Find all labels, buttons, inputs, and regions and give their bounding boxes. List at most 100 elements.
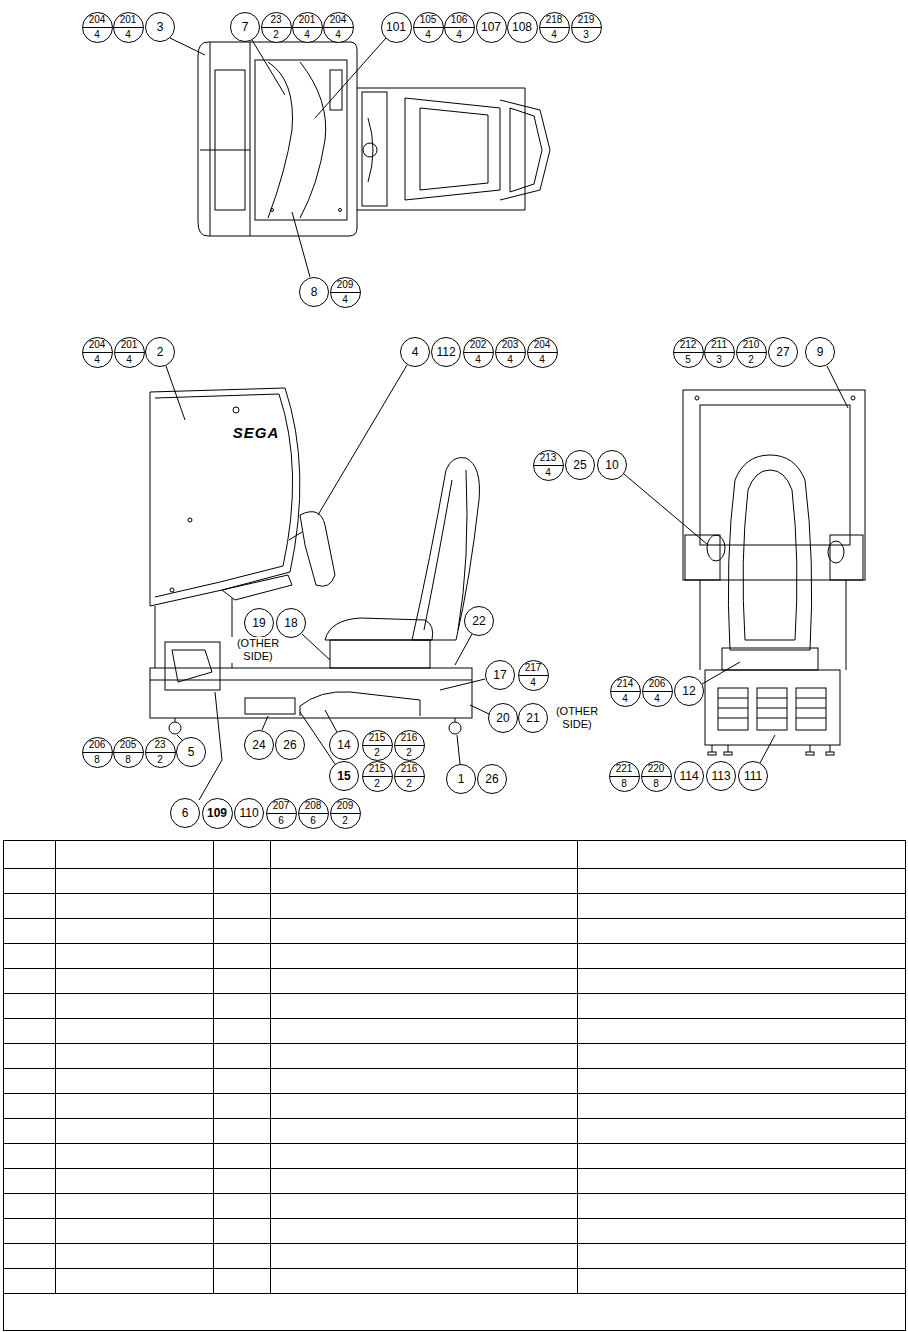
top-view xyxy=(198,42,357,236)
callout-circle: 7 xyxy=(230,12,260,42)
quantity-fraction: 8 xyxy=(94,754,100,766)
fraction-bar xyxy=(261,27,291,28)
callout-circle: 1 xyxy=(446,764,476,794)
side-view xyxy=(455,718,456,722)
fraction-bar xyxy=(82,27,112,28)
leader-line xyxy=(166,38,848,800)
quantity-fraction: 208 xyxy=(305,800,322,812)
callout-number: 17 xyxy=(493,668,506,682)
callout-number: 20 xyxy=(496,711,509,725)
callout-circle: 101 xyxy=(381,12,412,43)
top-view xyxy=(271,209,274,212)
leader-line xyxy=(292,212,310,277)
parts-table xyxy=(4,869,906,1294)
callout-ring xyxy=(177,738,206,767)
callout-ring xyxy=(323,12,353,42)
quantity-fraction: 209 xyxy=(337,800,354,812)
quantity-fraction: 2 xyxy=(157,754,163,766)
callout-ring xyxy=(675,762,704,791)
callout-circle: 12 xyxy=(674,676,704,706)
side-view xyxy=(150,388,300,606)
callout-number: 24 xyxy=(252,738,265,752)
callout-circle: 2193 xyxy=(571,12,602,43)
callout-circle: 1064 xyxy=(444,12,475,43)
callout-ring xyxy=(518,660,548,690)
callout-ring xyxy=(277,609,306,638)
quantity-fraction: 206 xyxy=(89,739,106,751)
parts-table xyxy=(4,841,906,1331)
front-view xyxy=(708,752,716,755)
top-view xyxy=(405,98,500,200)
fraction-bar xyxy=(704,352,734,353)
side-view xyxy=(150,668,472,718)
parts-table xyxy=(56,841,578,1294)
callout-ring xyxy=(507,12,537,42)
fraction-bar xyxy=(444,27,474,28)
leader-line xyxy=(760,735,775,763)
side-view xyxy=(330,640,430,668)
callout-number: 14 xyxy=(337,738,350,752)
quantity-fraction: 2 xyxy=(374,778,380,790)
quantity-fraction: 4 xyxy=(94,354,100,366)
leader-line xyxy=(166,366,185,420)
leader-line xyxy=(177,735,182,740)
fraction-bar xyxy=(641,776,671,777)
callout-ring xyxy=(610,676,640,706)
side-view xyxy=(424,470,467,630)
callout-circle: 114 xyxy=(674,761,704,791)
quantity-fraction: 6 xyxy=(278,815,284,827)
callout-number: 113 xyxy=(711,769,730,783)
callout-circle: 2162 xyxy=(394,761,425,792)
callout-ring xyxy=(447,765,476,794)
parts-table xyxy=(4,841,906,1331)
callout-ring xyxy=(673,337,703,367)
callout-ring xyxy=(489,704,518,733)
side-view xyxy=(150,388,479,734)
quantity-fraction: 214 xyxy=(617,678,634,690)
callout-ring xyxy=(476,12,506,42)
quantity-fraction: 4 xyxy=(475,354,481,366)
callout-ring xyxy=(704,337,734,367)
callout-ring xyxy=(146,338,175,367)
callout-circle: 20 xyxy=(488,703,518,733)
callout-ring xyxy=(401,338,430,367)
quantity-fraction: 4 xyxy=(654,693,660,705)
front-view xyxy=(705,670,840,745)
callout-number: 15 xyxy=(337,769,350,783)
top-view xyxy=(368,118,373,182)
callout-circle: 110 xyxy=(234,798,264,828)
quantity-fraction: 204 xyxy=(534,339,551,351)
quantity-fraction: 204 xyxy=(89,339,106,351)
front-view xyxy=(846,580,847,670)
callout-number: 9 xyxy=(817,345,824,359)
callout-ring xyxy=(231,13,260,42)
top-view xyxy=(420,108,488,190)
callout-ring xyxy=(478,765,507,794)
top-view xyxy=(357,88,525,210)
callout-circle: 8 xyxy=(299,277,329,307)
callout-circle: 2086 xyxy=(298,798,329,829)
front-view xyxy=(712,745,830,752)
callout-ring xyxy=(806,338,835,367)
leader-line xyxy=(262,716,268,730)
callout-number: 3 xyxy=(157,20,164,34)
callout-ring xyxy=(527,337,557,367)
callout-ring xyxy=(566,451,595,480)
callout-circle: 2076 xyxy=(266,798,297,829)
callout-ring xyxy=(769,338,798,367)
leader-line xyxy=(702,662,740,684)
top-view xyxy=(200,150,250,151)
callout-number: 10 xyxy=(605,458,618,472)
callout-circle: 2218 xyxy=(609,761,640,792)
fraction-bar xyxy=(642,691,672,692)
callout-circle: 2208 xyxy=(641,761,672,792)
callout-number: 25 xyxy=(573,458,586,472)
top-view xyxy=(363,143,377,157)
fraction-bar xyxy=(330,813,360,814)
side-view xyxy=(222,575,292,600)
callout-ring xyxy=(641,761,671,791)
callout-ring xyxy=(266,798,296,828)
callout-number: 112 xyxy=(436,345,455,359)
quantity-fraction: 215 xyxy=(369,732,386,744)
quantity-fraction: 8 xyxy=(125,754,131,766)
